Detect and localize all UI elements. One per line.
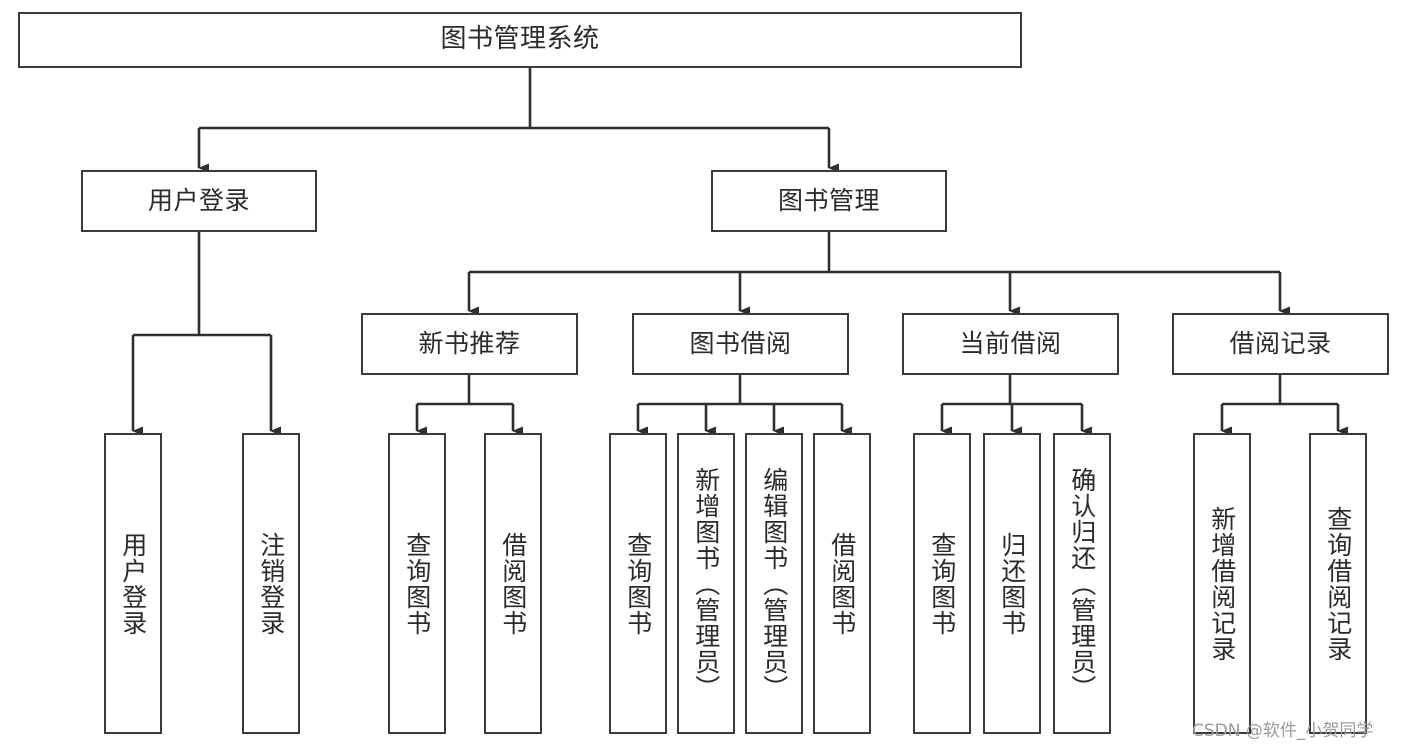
node-leaf-logout[interactable]: 注销登录 bbox=[242, 433, 300, 734]
node-leaf-user-login-label: 用户登录 bbox=[118, 531, 148, 636]
node-leaf-query-book-rec-label: 查询图书 bbox=[402, 531, 432, 636]
node-leaf-add-record-label: 新增借阅记录 bbox=[1207, 505, 1237, 662]
node-current-borrow-label: 当前借阅 bbox=[959, 329, 1062, 358]
node-book-manage-label: 图书管理 bbox=[777, 186, 880, 215]
node-leaf-borrow-book-rec-label: 借阅图书 bbox=[498, 531, 528, 636]
node-user-login-label: 用户登录 bbox=[147, 186, 250, 215]
node-current-borrow[interactable]: 当前借阅 bbox=[902, 313, 1119, 375]
node-leaf-edit-book-label: 编辑图书（管理员） bbox=[759, 466, 789, 701]
node-leaf-query-book-rec[interactable]: 查询图书 bbox=[388, 433, 446, 734]
node-leaf-confirm-return-label: 确认归还（管理员） bbox=[1067, 466, 1097, 701]
node-leaf-confirm-return[interactable]: 确认归还（管理员） bbox=[1053, 433, 1111, 734]
node-book-manage[interactable]: 图书管理 bbox=[711, 170, 947, 232]
node-leaf-borrow-book-label: 借阅图书 bbox=[827, 531, 857, 636]
node-leaf-user-login[interactable]: 用户登录 bbox=[104, 433, 162, 734]
node-borrow-record[interactable]: 借阅记录 bbox=[1172, 313, 1389, 375]
node-root-label: 图书管理系统 bbox=[440, 24, 600, 55]
node-book-borrow[interactable]: 图书借阅 bbox=[632, 313, 849, 375]
node-leaf-edit-book[interactable]: 编辑图书（管理员） bbox=[745, 433, 803, 734]
node-leaf-query-record[interactable]: 查询借阅记录 bbox=[1309, 433, 1367, 734]
node-leaf-query-book-borrow[interactable]: 查询图书 bbox=[609, 433, 667, 734]
node-leaf-return-book-label: 归还图书 bbox=[997, 531, 1027, 636]
node-new-book-recommend-label: 新书推荐 bbox=[418, 329, 521, 358]
node-leaf-query-record-label: 查询借阅记录 bbox=[1323, 505, 1353, 662]
node-leaf-borrow-book-rec[interactable]: 借阅图书 bbox=[484, 433, 542, 734]
node-leaf-query-book-borrow-label: 查询图书 bbox=[623, 531, 653, 636]
node-leaf-logout-label: 注销登录 bbox=[256, 531, 286, 636]
node-borrow-record-label: 借阅记录 bbox=[1229, 329, 1332, 358]
node-leaf-query-book-current-label: 查询图书 bbox=[927, 531, 957, 636]
connector-lines bbox=[131, 68, 1348, 436]
node-leaf-return-book[interactable]: 归还图书 bbox=[983, 433, 1041, 734]
node-user-login[interactable]: 用户登录 bbox=[81, 170, 317, 232]
watermark: CSDN @软件_小贺同学 bbox=[1192, 721, 1374, 741]
node-book-borrow-label: 图书借阅 bbox=[689, 329, 792, 358]
node-root[interactable]: 图书管理系统 bbox=[18, 12, 1022, 68]
node-leaf-add-book-label: 新增图书（管理员） bbox=[691, 466, 721, 701]
node-leaf-add-record[interactable]: 新增借阅记录 bbox=[1193, 433, 1251, 734]
node-leaf-borrow-book[interactable]: 借阅图书 bbox=[813, 433, 871, 734]
node-leaf-add-book[interactable]: 新增图书（管理员） bbox=[677, 433, 735, 734]
node-new-book-recommend[interactable]: 新书推荐 bbox=[361, 313, 578, 375]
node-leaf-query-book-current[interactable]: 查询图书 bbox=[913, 433, 971, 734]
